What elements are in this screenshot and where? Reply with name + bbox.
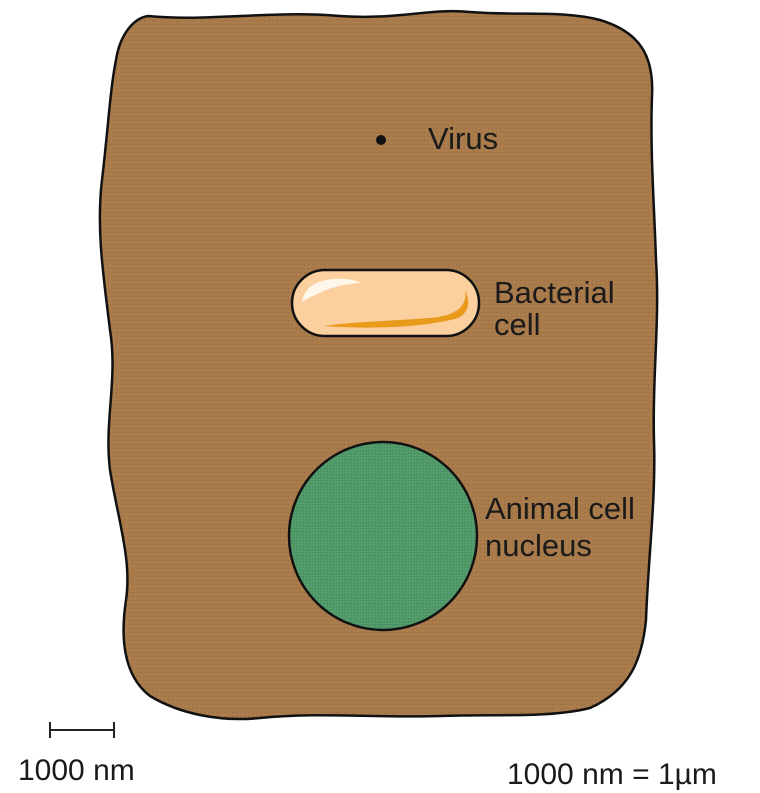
nucleus-label-line2: nucleus	[485, 528, 592, 563]
nucleus-label-line1: Animal cell	[485, 491, 635, 526]
virus-dot	[376, 135, 386, 145]
nucleus-texture	[290, 443, 476, 629]
virus-label: Virus	[428, 121, 498, 156]
unit-conversion-label: 1000 nm = 1µm	[507, 758, 717, 791]
scale-bar: 1000 nm	[18, 722, 135, 787]
bacterial-cell-label-line2: cell	[494, 307, 541, 342]
scale-bar-label: 1000 nm	[18, 754, 135, 787]
bacterial-cell-label-line1: Bacterial	[494, 275, 615, 310]
